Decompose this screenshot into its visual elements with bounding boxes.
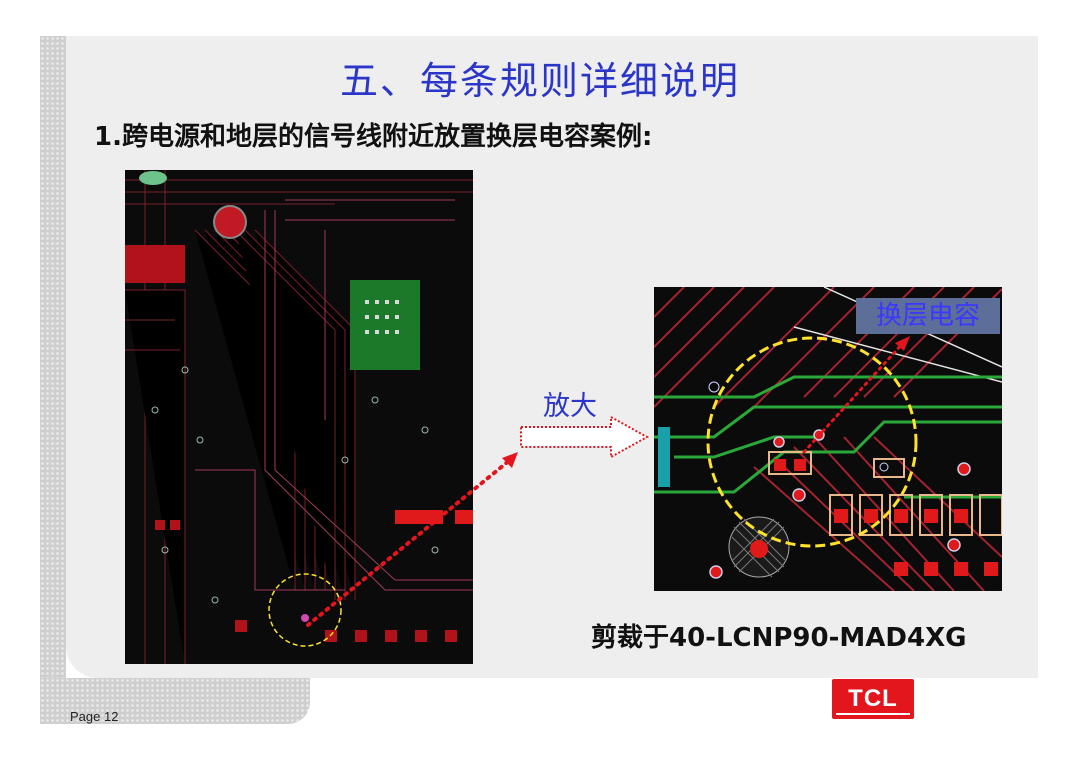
decorative-dot-band-bottom: [40, 678, 310, 724]
capacitor-label: 换层电容: [856, 298, 1000, 334]
zoom-label: 放大: [543, 391, 597, 422]
tcl-logo: TCL: [832, 679, 914, 719]
pcb-overview-image: [125, 170, 473, 664]
decorative-dot-band-left: [40, 36, 66, 724]
pointer-arrow: [306, 452, 518, 627]
source-caption: 剪裁于40-LCNP90-MAD4XG: [591, 623, 967, 653]
slide-title: 五、每条规则详细说明: [339, 59, 740, 103]
slide-subtitle: 1.跨电源和地层的信号线附近放置换层电容案例:: [94, 122, 653, 152]
pcb-overview-graphic: [125, 170, 473, 664]
pcb-zoomed-graphic: [654, 287, 1002, 591]
block-arrow-right: [520, 415, 650, 459]
pcb-zoomed-image: [654, 287, 1002, 591]
page-number: Page 12: [70, 709, 119, 724]
